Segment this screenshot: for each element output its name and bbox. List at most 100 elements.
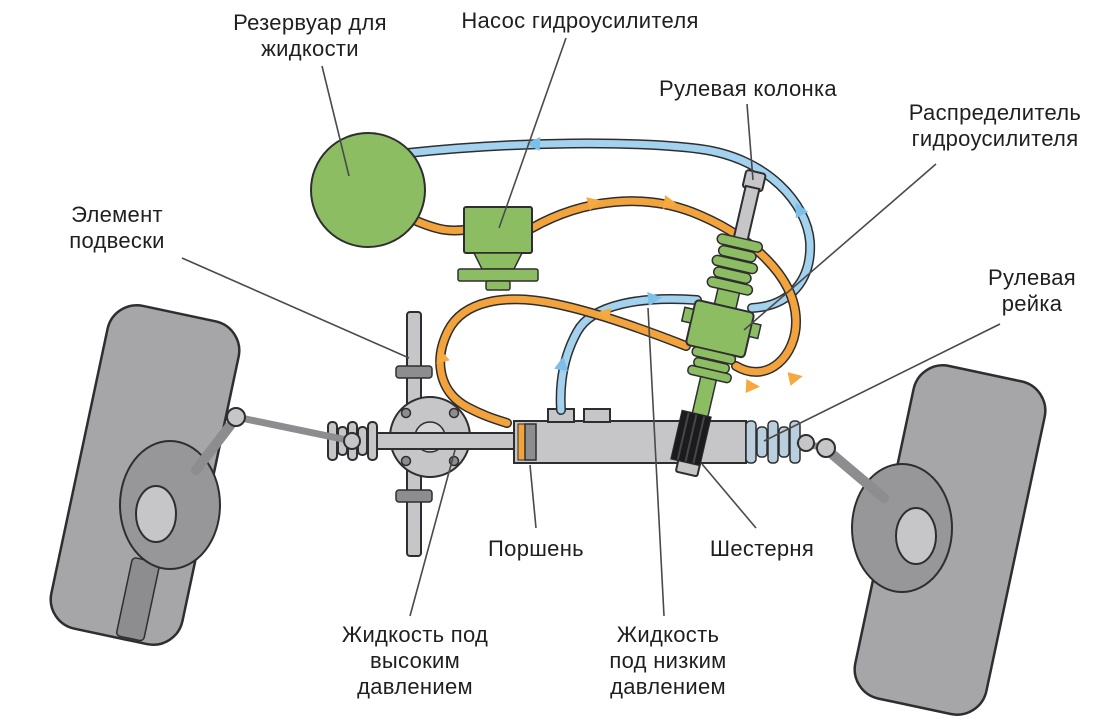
rack-leader bbox=[763, 323, 1001, 442]
high-pressure-label-line: давлением bbox=[357, 674, 473, 699]
high-pressure-label: Жидкость под высоким давлением bbox=[342, 622, 488, 699]
bellows-ring bbox=[745, 420, 757, 464]
piston bbox=[524, 423, 537, 461]
piston-label: Поршень bbox=[488, 536, 584, 561]
gear-tooth bbox=[676, 412, 690, 460]
column-ring bbox=[691, 346, 737, 365]
left-tie-rod bbox=[232, 413, 356, 445]
column-ring bbox=[717, 244, 757, 263]
piston-seal bbox=[517, 423, 526, 461]
column-shaft bbox=[732, 184, 761, 243]
blue-arrow bbox=[647, 292, 662, 306]
low-pressure-label-line: Жидкость bbox=[617, 622, 720, 647]
orange-arrow bbox=[662, 195, 678, 209]
pinion-gear bbox=[670, 409, 712, 467]
distributor-leader bbox=[743, 163, 937, 331]
hose-suction bbox=[409, 215, 469, 236]
gear-tooth bbox=[692, 416, 706, 464]
pump-foot bbox=[485, 280, 511, 291]
rack-housing bbox=[513, 420, 747, 464]
bellows-ring bbox=[756, 426, 768, 458]
steering-rack bbox=[226, 407, 836, 464]
bellows-ring bbox=[367, 421, 378, 461]
blue-arrow bbox=[526, 137, 541, 151]
left-hub-center bbox=[135, 485, 177, 543]
orange-arrow bbox=[436, 348, 450, 364]
reservoir-label: Резервуар для жидкости bbox=[233, 10, 387, 61]
hose-high-pressure-rack bbox=[435, 294, 691, 428]
orange-arrow bbox=[586, 197, 602, 211]
low-pressure-leader bbox=[647, 307, 665, 617]
pump-base bbox=[457, 268, 539, 282]
left-inner-joint bbox=[343, 432, 361, 450]
high-pressure-label-line: Жидкость под bbox=[342, 622, 488, 647]
disc-bolt bbox=[400, 407, 412, 419]
low-pressure-label: Жидкость под низким давлением bbox=[609, 622, 726, 699]
hose-line bbox=[436, 295, 690, 427]
pinion-leader bbox=[701, 463, 757, 529]
hose-line bbox=[557, 295, 701, 414]
orange-arrow bbox=[745, 379, 760, 393]
distributor-label-line: гидроусилителя bbox=[912, 126, 1079, 151]
suspension-label-line: Элемент bbox=[71, 202, 163, 227]
pinion-label-line: Шестерня bbox=[710, 536, 814, 561]
rack-label-line: Рулевая bbox=[988, 265, 1076, 290]
rack-label-line: рейка bbox=[1002, 291, 1063, 316]
suspension-leader bbox=[181, 257, 410, 359]
high-pressure-label-line: высоким bbox=[370, 648, 460, 673]
disc-bolt bbox=[448, 407, 460, 419]
pump-bracket bbox=[472, 252, 524, 270]
hose-low-pressure-rack bbox=[555, 294, 702, 415]
distributor-label: Распределитель гидроусилителя bbox=[909, 100, 1081, 151]
right-ball-joint bbox=[816, 438, 836, 458]
piston-leader bbox=[529, 464, 537, 529]
column-ring bbox=[711, 254, 759, 275]
column-ring bbox=[712, 266, 752, 285]
disc-bolt bbox=[400, 455, 412, 467]
fluid-reservoir bbox=[310, 132, 426, 248]
bellows-ring bbox=[778, 426, 790, 458]
right-inner-joint bbox=[797, 434, 815, 452]
blue-arrow bbox=[795, 202, 809, 219]
left-knuckle-arm bbox=[191, 413, 241, 475]
leader-lines bbox=[181, 37, 1001, 617]
right-wheel bbox=[821, 364, 1047, 716]
distributor-label-line: Распределитель bbox=[909, 100, 1081, 125]
column-ring bbox=[716, 233, 764, 253]
hose-line bbox=[410, 216, 468, 235]
rack-label: Рулевая рейка bbox=[988, 265, 1076, 316]
suspension-bolt-bottom bbox=[395, 489, 433, 503]
flow-arrows bbox=[436, 137, 809, 393]
distributor-port-left bbox=[680, 306, 695, 324]
piston-label-line: Поршень bbox=[488, 536, 584, 561]
column-label: Рулевая колонка bbox=[659, 76, 837, 101]
orange-arrow bbox=[787, 372, 803, 386]
power-steering-pump bbox=[457, 206, 539, 291]
bellows-ring bbox=[767, 420, 779, 464]
reservoir-label-line: Резервуар для bbox=[233, 10, 387, 35]
pinion-label: Шестерня bbox=[710, 536, 814, 561]
suspension-label: Элемент подвески bbox=[69, 202, 165, 253]
steering-column bbox=[675, 169, 767, 478]
high-pressure-leader bbox=[409, 449, 456, 617]
column-bellows-lower bbox=[687, 346, 737, 384]
left-wheel bbox=[49, 304, 241, 646]
right-hub-center bbox=[895, 507, 937, 565]
column-label-line: Рулевая колонка bbox=[659, 76, 837, 101]
pump-body bbox=[463, 206, 533, 254]
suspension-label-line: подвески bbox=[69, 228, 165, 253]
gear-tooth bbox=[684, 414, 698, 462]
right-knuckle-arm bbox=[821, 444, 889, 503]
orange-arrow bbox=[596, 308, 612, 322]
reservoir-leader bbox=[321, 65, 350, 177]
column-leader bbox=[746, 103, 754, 181]
pump-label-line: Насос гидроусилителя bbox=[461, 8, 698, 33]
right-bellows bbox=[745, 420, 801, 464]
suspension-bolt-top bbox=[395, 365, 433, 379]
left-ball-joint bbox=[226, 407, 246, 427]
column-bellows-upper bbox=[706, 233, 764, 296]
hose-outline bbox=[555, 294, 702, 415]
low-pressure-label-line: давлением bbox=[610, 674, 726, 699]
blue-arrow bbox=[554, 356, 568, 372]
